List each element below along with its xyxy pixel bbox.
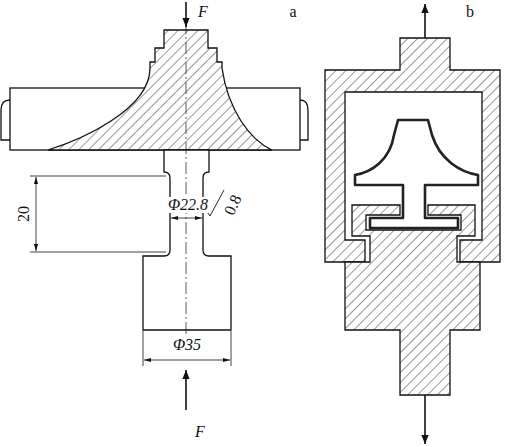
lower-clamp <box>345 205 480 395</box>
force-label: F <box>198 4 208 20</box>
dimension-text: 20 <box>16 205 32 223</box>
extension-line <box>231 331 232 366</box>
dimension-text: Φ22.8 <box>167 197 209 213</box>
force-label: F <box>195 424 205 440</box>
panel-a <box>1 2 308 410</box>
panel-letter: a <box>289 4 296 20</box>
extension-line <box>30 176 166 177</box>
specimen-outline <box>355 120 478 228</box>
dimension-text: Φ35 <box>172 337 202 353</box>
center-line <box>186 22 187 345</box>
rim-notch <box>300 100 308 140</box>
dimension-line <box>144 360 230 361</box>
roughness-value: 0.8 <box>222 193 245 218</box>
load-arrow <box>424 4 426 40</box>
panel-letter: b <box>466 4 474 20</box>
extension-line <box>30 252 166 253</box>
wheel-section <box>48 30 272 150</box>
dimension-line <box>36 177 37 251</box>
load-arrow <box>185 370 187 410</box>
specimen-shaft <box>143 150 231 330</box>
panel-b <box>325 4 500 444</box>
dimension-line <box>171 218 202 219</box>
rim-notch <box>1 100 10 140</box>
extension-line <box>143 331 144 366</box>
load-arrow <box>424 395 426 444</box>
